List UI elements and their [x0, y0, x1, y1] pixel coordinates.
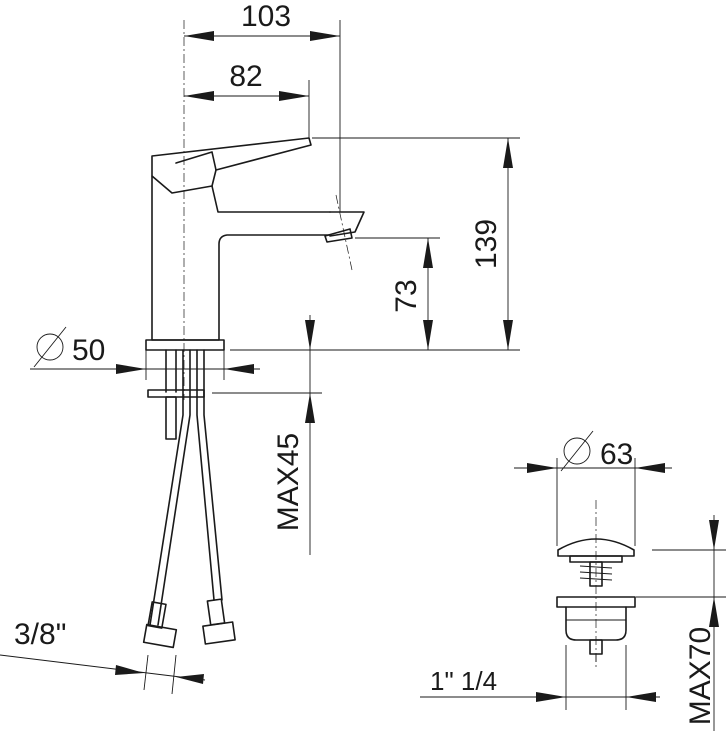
- dim-width-spout-label: 82: [229, 60, 262, 93]
- dim-hose-thread-label: 3/8": [14, 618, 66, 651]
- dim-max-counter: MAX45: [212, 315, 322, 555]
- dim-width-total-label: 103: [241, 0, 291, 33]
- hose-right-a: [196, 349, 215, 601]
- waste-stem-rib-b: [579, 571, 613, 575]
- aerator-axis: [335, 194, 353, 271]
- hose-right-b: [203, 349, 223, 601]
- waste-flange: [556, 596, 636, 608]
- dim-height-total-label: 139: [470, 219, 503, 269]
- diameter-symbol-circle-a: [36, 333, 64, 361]
- dim-waste-max: MAX70: [636, 515, 726, 731]
- diameter-symbol-slash-b: [560, 430, 594, 472]
- dim-waste-max-label: MAX70: [684, 627, 717, 725]
- base-ring: [145, 339, 225, 351]
- diameter-symbol-slash-a: [33, 326, 67, 368]
- aerator: [324, 228, 353, 243]
- waste-stem-rib-a: [579, 565, 613, 569]
- lever-handle: [151, 137, 312, 194]
- dim-base-diameter: 50: [30, 326, 260, 380]
- dim-width-spout: 82: [184, 60, 310, 138]
- dim-hose-thread: 3/8": [0, 618, 206, 695]
- waste-drawing: [556, 500, 636, 670]
- dim-waste-thread: 1" 1/4: [420, 645, 660, 710]
- faucet-body: [151, 175, 331, 341]
- waste-stem-rib-c: [579, 577, 613, 581]
- dim-waste-thread-label: 1" 1/4: [430, 666, 497, 696]
- diameter-symbol-circle-b: [563, 437, 591, 465]
- hose-left-b: [157, 349, 191, 626]
- waste-cap: [557, 538, 635, 557]
- lever-detail: [175, 151, 217, 171]
- dim-width-total: 103: [184, 0, 341, 212]
- spout-tip: [329, 211, 365, 237]
- dim-height-outlet-label: 73: [390, 279, 423, 312]
- hose-fitting-left: [142, 601, 178, 649]
- dim-height-outlet: 73: [355, 237, 440, 350]
- waste-stem: [589, 561, 603, 587]
- spout-top: [211, 185, 331, 213]
- dim-waste-diameter-label: 63: [600, 438, 633, 471]
- hose-left-a: [149, 349, 184, 626]
- dim-height-total: 139: [230, 137, 520, 351]
- dim-waste-diameter: 63: [514, 430, 672, 546]
- stud-end: [165, 396, 177, 440]
- dim-base-diameter-label: 50: [72, 334, 105, 367]
- faucet-drawing: [142, 20, 365, 649]
- hose-fitting-right: [202, 598, 236, 645]
- dim-max-counter-label: MAX45: [272, 433, 305, 531]
